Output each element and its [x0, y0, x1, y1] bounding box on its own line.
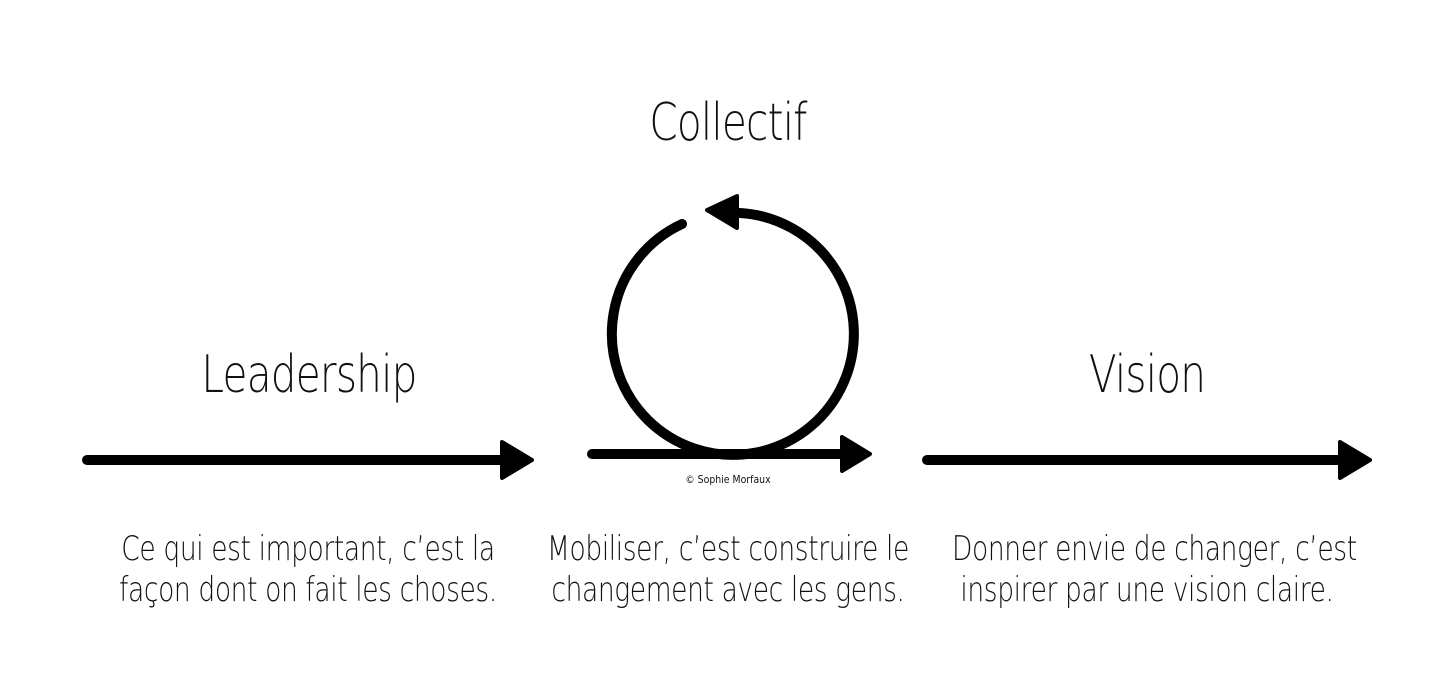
leadership-description: Ce qui est important, c’est la façon don… [113, 529, 503, 611]
circular-arrow-icon [606, 194, 859, 460]
vision-description-line-1: Donner envie de changer, c’est [952, 529, 1357, 569]
collectif-description-line-1: Mobiliser, c’est construire le [547, 529, 909, 569]
collectif-description: Mobiliser, c’est construire le changemen… [533, 529, 923, 611]
leadership-title: Leadership [201, 345, 417, 405]
collectif-description-line-2: changement avec les gens. [551, 570, 905, 610]
vision-title: Vision [1088, 345, 1206, 405]
leadership-description-line-1: Ce qui est important, c’est la [121, 529, 495, 569]
collectif-base-arrow-icon [587, 435, 872, 473]
vision-description-line-2: inspirer par une vision claire. [960, 570, 1334, 610]
leadership-description-line-2: façon dont on fait les choses. [119, 570, 497, 610]
leadership-arrow-icon [82, 440, 534, 480]
vision-description: Donner envie de changer, c’est inspirer … [952, 529, 1357, 611]
copyright-note: © Sophie Morfaux [685, 473, 771, 486]
vision-arrow-icon [922, 440, 1372, 480]
collectif-title: Collectif [649, 93, 807, 153]
